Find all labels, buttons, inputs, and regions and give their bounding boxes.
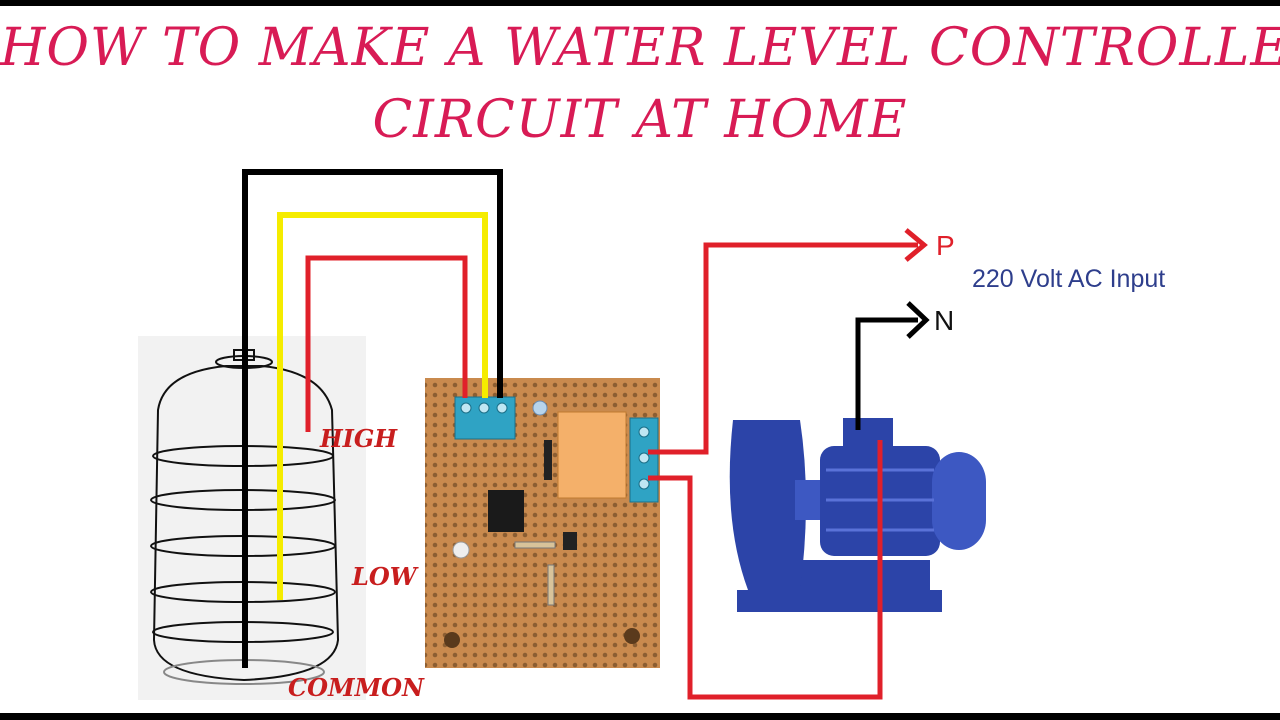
- label-common: COMMON: [288, 673, 424, 702]
- tank-panel: [138, 336, 366, 700]
- low-wire: [277, 212, 488, 600]
- diode-icon: [544, 440, 552, 480]
- title-line-2: CIRCUIT AT HOME: [372, 90, 908, 150]
- transistor-icon: [563, 532, 577, 550]
- label-ac-input: 220 Volt AC Input: [972, 265, 1166, 293]
- pump-wire: [648, 440, 883, 700]
- circuit-board-icon: [425, 378, 660, 668]
- phase-wire: [648, 242, 918, 455]
- phase-arrow-icon: [904, 228, 928, 262]
- neutral-wire: [855, 317, 918, 430]
- water-pump-icon: [729, 418, 986, 612]
- led-icon: [532, 400, 548, 416]
- neutral-arrow-icon: [906, 301, 930, 339]
- label-neutral: N: [934, 305, 955, 336]
- relay-icon: [557, 411, 627, 499]
- label-high: HIGH: [320, 424, 398, 453]
- title-line-1: HOW TO MAKE A WATER LEVEL CONTROLLER: [0, 18, 1280, 78]
- common-wire: [242, 169, 503, 668]
- bottom-border: [0, 713, 1280, 720]
- ic-chip-icon: [488, 490, 524, 532]
- high-wire: [305, 255, 468, 432]
- label-low: LOW: [352, 562, 417, 591]
- label-phase: P: [936, 230, 955, 261]
- top-border: [0, 0, 1280, 6]
